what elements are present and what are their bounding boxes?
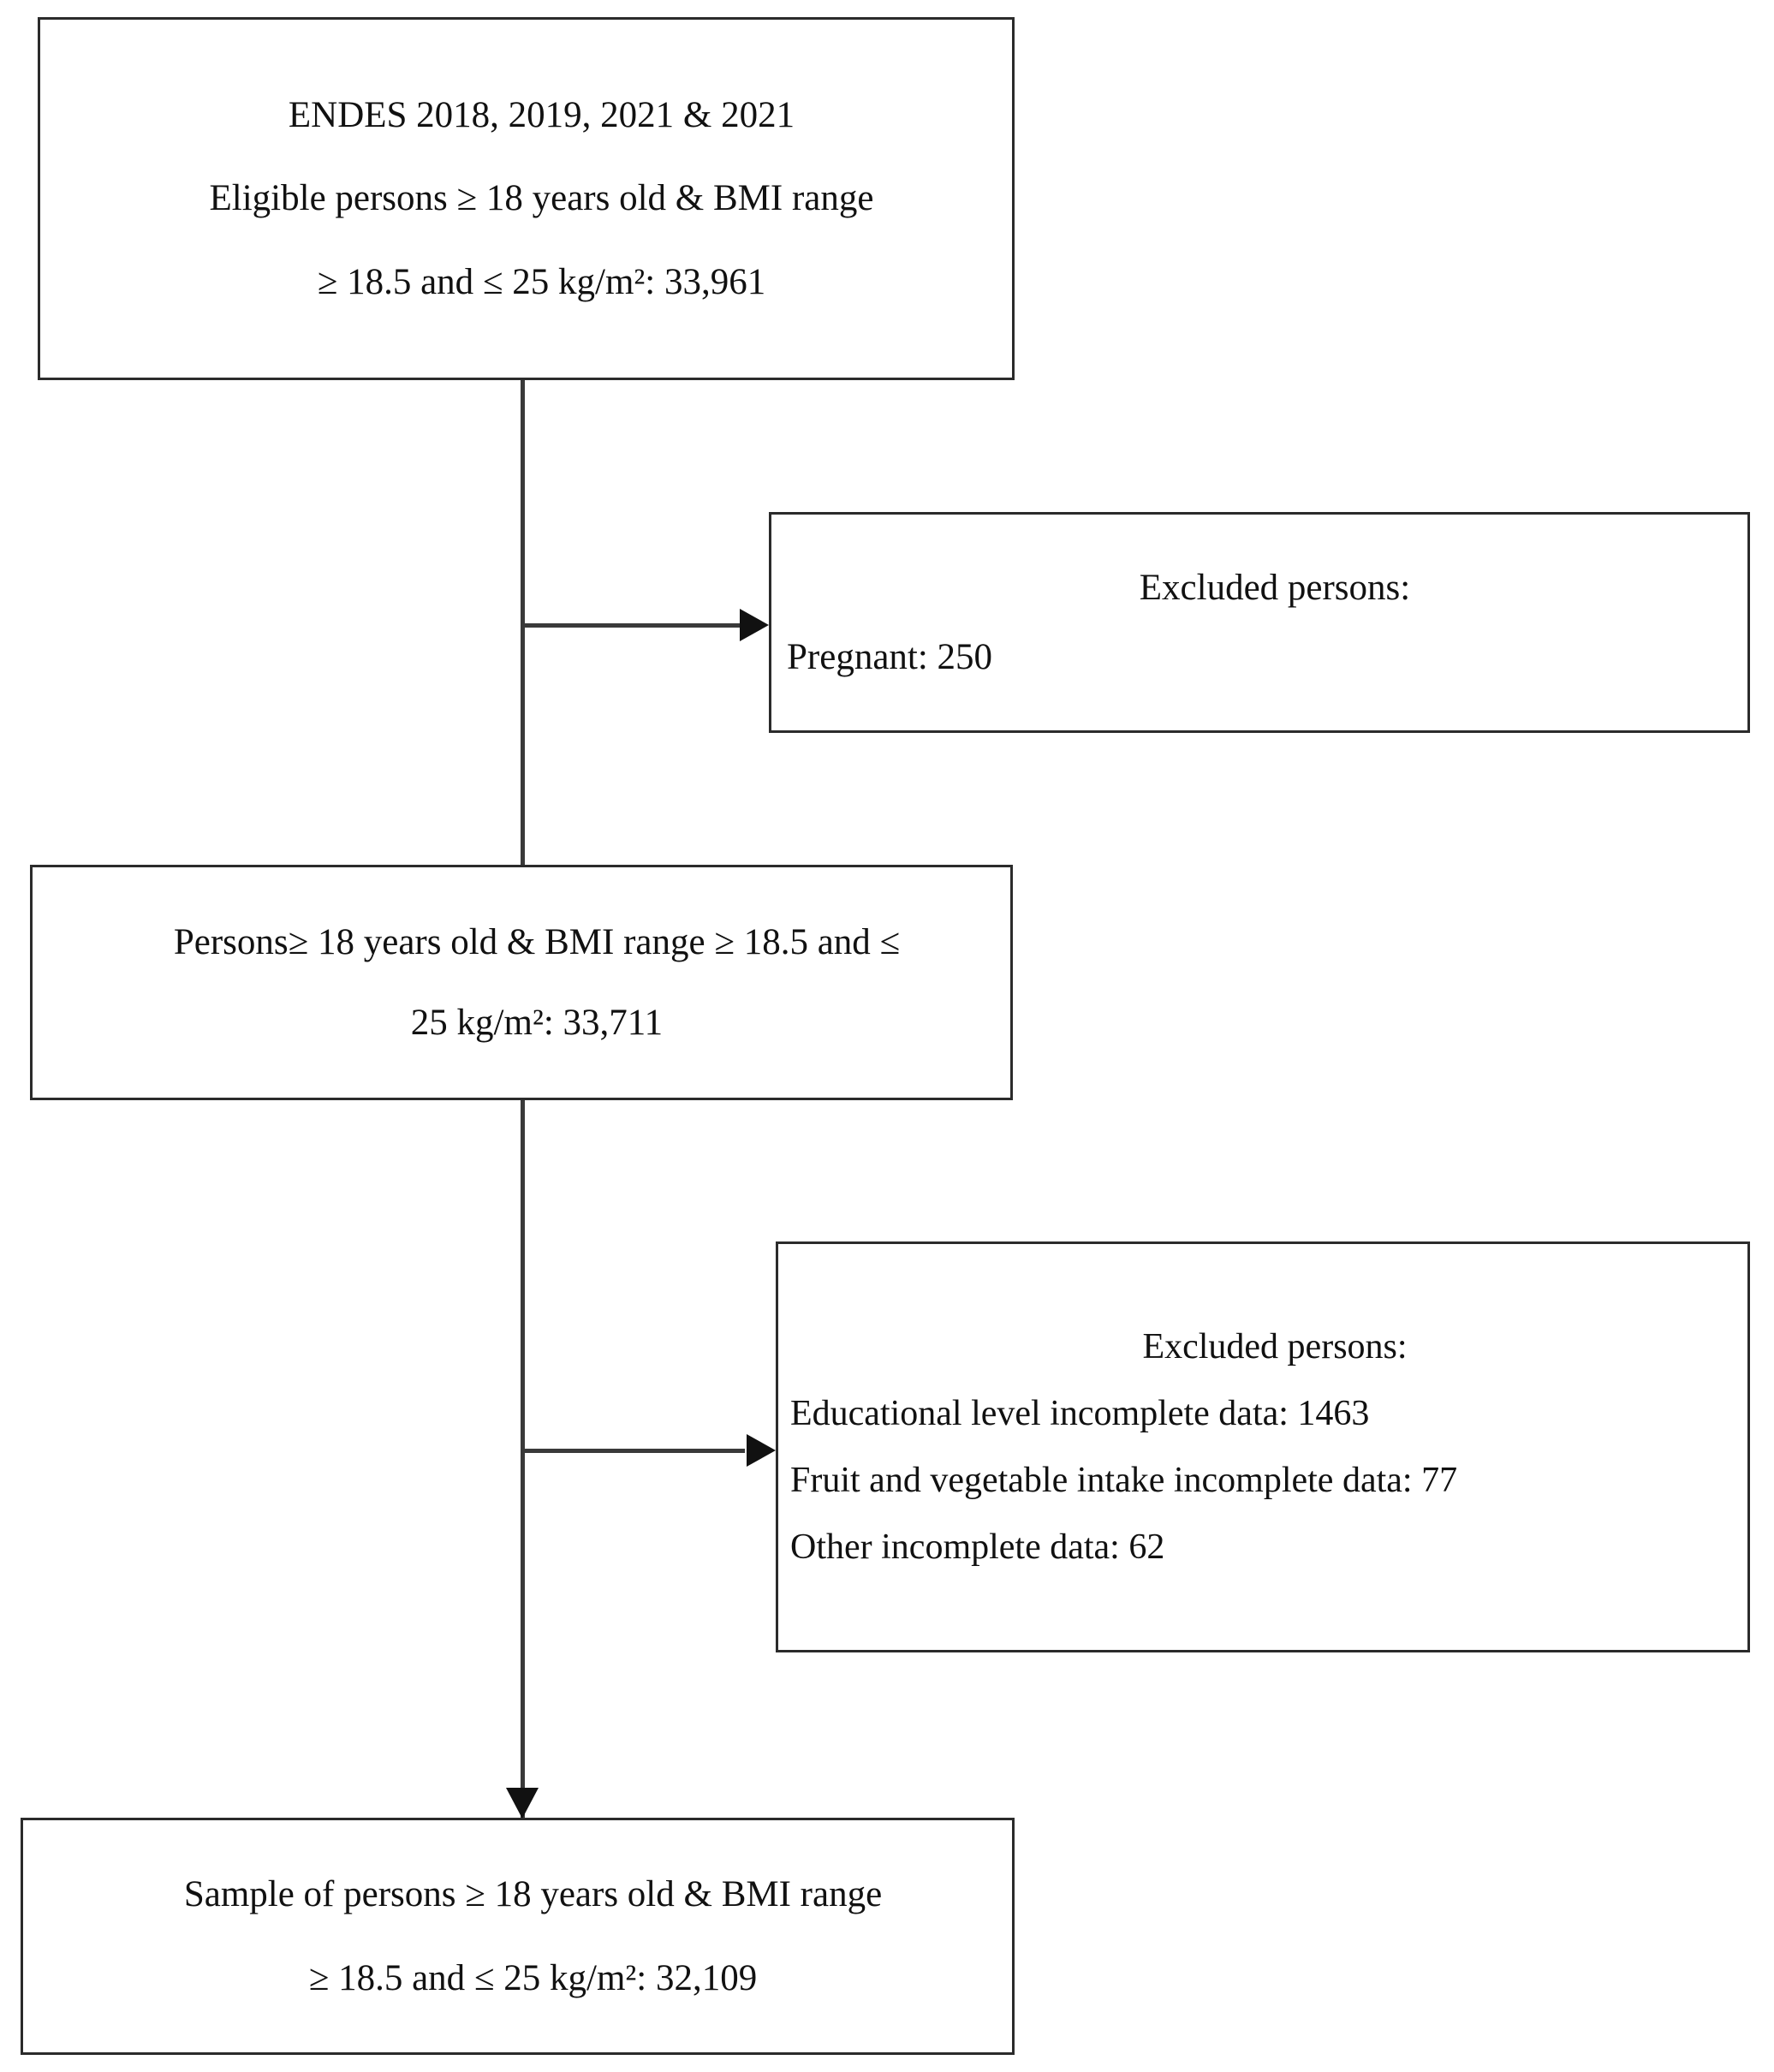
persons-line-2: 25 kg/m²: 33,711 — [410, 1002, 664, 1043]
excluded-2-item-other: Other incomplete data: 62 — [790, 1527, 1165, 1568]
sample-line-2: ≥ 18.5 and ≤ 25 kg/m²: 32,109 — [308, 1957, 758, 1998]
eligible-line-1: ENDES 2018, 2019, 2021 & 2021 — [288, 95, 795, 136]
excluded-pregnant-box: Excluded persons: Pregnant: 250 — [769, 512, 1750, 733]
eligible-line-3: ≥ 18.5 and ≤ 25 kg/m²: 33,961 — [317, 261, 766, 302]
arrowhead-right-icon — [740, 609, 769, 641]
connector-eligible-to-persons — [521, 380, 525, 865]
connector-branch-to-excluded-incomplete — [521, 1449, 745, 1453]
excluded-1-item-pregnant: Pregnant: 250 — [787, 637, 993, 677]
persons-line-1: Persons≥ 18 years old & BMI range ≥ 18.5… — [173, 922, 901, 963]
excluded-incomplete-data-box: Excluded persons: Educational level inco… — [776, 1241, 1750, 1652]
arrowhead-down-icon — [506, 1788, 539, 1819]
arrowhead-right-icon — [747, 1434, 776, 1467]
sample-line-1: Sample of persons ≥ 18 years old & BMI r… — [183, 1874, 883, 1915]
excluded-2-item-fruit-vegetable: Fruit and vegetable intake incomplete da… — [790, 1461, 1458, 1500]
connector-persons-to-sample — [521, 1100, 525, 1818]
final-sample-box: Sample of persons ≥ 18 years old & BMI r… — [21, 1818, 1015, 2055]
excluded-2-item-education: Educational level incomplete data: 1463 — [790, 1393, 1370, 1433]
persons-after-pregnancy-exclusion-box: Persons≥ 18 years old & BMI range ≥ 18.5… — [30, 865, 1013, 1100]
connector-branch-to-excluded-pregnant — [521, 623, 745, 628]
excluded-1-heading: Excluded persons: — [1139, 567, 1411, 608]
excluded-2-heading: Excluded persons: — [1142, 1326, 1408, 1366]
eligible-population-box: ENDES 2018, 2019, 2021 & 2021 Eligible p… — [38, 17, 1015, 380]
eligible-line-2: Eligible persons ≥ 18 years old & BMI ra… — [209, 178, 874, 219]
